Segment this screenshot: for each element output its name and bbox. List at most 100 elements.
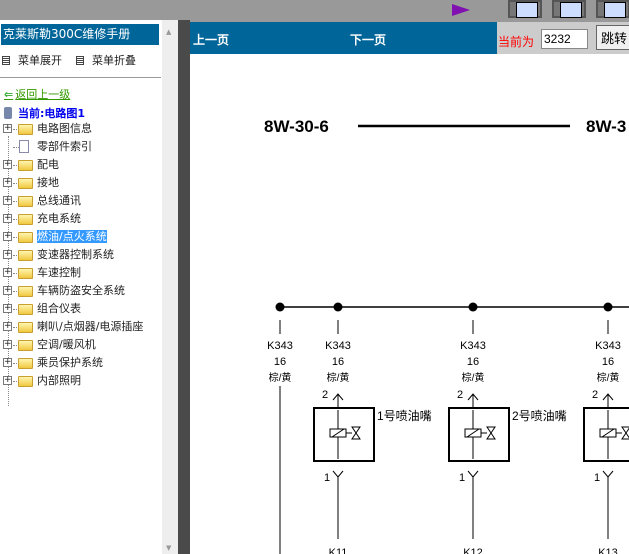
splice-dot	[275, 302, 285, 312]
tree-item[interactable]: + 车速控制	[3, 264, 161, 282]
expand-icon[interactable]: +	[3, 357, 12, 367]
list-icon	[76, 56, 84, 65]
scroll-up-icon[interactable]: ▲	[166, 28, 172, 36]
tree-item-label: 电路图信息	[37, 122, 92, 135]
current-label: 当前:电路图1	[18, 107, 86, 120]
computer-icon	[4, 107, 12, 119]
wire-color: 棕/黄	[327, 371, 350, 384]
expand-icon[interactable]: +	[3, 213, 12, 223]
back-link[interactable]: ⇐返回上一级	[4, 86, 70, 102]
pin-number: 1	[459, 472, 465, 484]
connector-icon	[602, 393, 614, 408]
solenoid-icon	[331, 428, 345, 438]
expand-icon[interactable]: +	[3, 303, 12, 313]
diagram-title: 8W-30-6	[264, 117, 329, 136]
connector-icon	[602, 470, 614, 539]
pin-number: 2	[322, 389, 328, 401]
page-navbar: 上一页 下一页 当前为 跳转	[190, 22, 629, 54]
folder-icon	[18, 376, 33, 387]
expand-icon[interactable]: +	[3, 267, 12, 277]
tree-item-label: 乘员保护系统	[37, 356, 103, 369]
connector-icon	[332, 393, 344, 408]
sidebar: 克莱斯勒300C维修手册 菜单展开 菜单折叠 ⇐返回上一级 当前:电路图1 +电…	[0, 20, 162, 554]
page-number-input[interactable]	[541, 29, 588, 49]
tree-item[interactable]: + 车辆防盗安全系统	[3, 282, 161, 300]
valve-icon	[481, 426, 496, 440]
wire-circuit: K343	[460, 340, 486, 352]
tree-item[interactable]: +接地	[3, 174, 161, 192]
collapse-menu-button[interactable]: 菜单折叠	[76, 52, 136, 68]
tree-connector	[13, 273, 19, 274]
expand-icon[interactable]: +	[3, 195, 12, 205]
folder-icon	[18, 160, 33, 171]
expand-menu-button[interactable]: 菜单展开	[2, 52, 62, 68]
tree-item-label: 车速控制	[37, 266, 81, 279]
back-label: 返回上一级	[15, 88, 71, 101]
back-arrow-icon: ⇐	[4, 88, 14, 101]
expand-icon[interactable]: +	[3, 231, 12, 241]
jump-button[interactable]: 跳转	[596, 25, 629, 50]
wire-color: 棕/黄	[269, 371, 292, 384]
folder-icon	[18, 196, 33, 207]
injector-box	[313, 407, 375, 462]
folder-icon	[18, 178, 33, 189]
tree-connector	[13, 219, 19, 220]
wire-gauge: 16	[332, 356, 344, 368]
current-page-label: 当前为	[498, 35, 535, 49]
tree-item[interactable]: +内部照明	[3, 372, 161, 390]
tree-item-label: 充电系统	[37, 212, 81, 225]
expand-icon[interactable]: +	[3, 123, 12, 133]
nav-button-2[interactable]	[552, 0, 586, 18]
next-page-link[interactable]: 下一页	[350, 33, 387, 47]
diagram-title-next: 8W-3	[586, 117, 626, 136]
expand-icon[interactable]: +	[3, 285, 12, 295]
expand-icon[interactable]: +	[3, 159, 12, 169]
expand-icon[interactable]: +	[3, 177, 12, 187]
tree-connector	[13, 183, 19, 184]
tree-item-label: 零部件索引	[37, 140, 92, 153]
play-icon[interactable]	[452, 4, 470, 16]
tree-connector	[13, 381, 19, 382]
nav-button-3[interactable]	[596, 0, 629, 18]
frame-splitter[interactable]	[178, 20, 190, 554]
tree-item[interactable]: +变速器控制系统	[3, 246, 161, 264]
tree-item-label: 配电	[37, 158, 59, 171]
tree-item[interactable]: + 乘员保护系统	[3, 354, 161, 372]
wire-circuit: K13	[598, 547, 618, 554]
scroll-down-icon[interactable]: ▼	[166, 544, 172, 552]
nav-button-1[interactable]	[508, 0, 542, 18]
tree-item-label: 车辆防盗安全系统	[37, 284, 125, 297]
expand-icon[interactable]: +	[3, 375, 12, 385]
current-node: 当前:电路图1	[4, 105, 85, 121]
sidebar-scrollbar[interactable]: ▲▼	[162, 20, 178, 554]
tree-connector	[13, 363, 19, 364]
injector-label: 2号喷油嘴	[512, 409, 567, 423]
tree-connector	[13, 147, 19, 148]
wire-color: 棕/黄	[597, 371, 620, 384]
expand-icon[interactable]: +	[3, 321, 12, 331]
tree-item[interactable]: + 配电	[3, 156, 161, 174]
expand-icon[interactable]: +	[3, 249, 12, 259]
pin-number: 2	[592, 389, 598, 401]
folder-icon	[18, 322, 33, 333]
tree-item[interactable]: + 电路图信息	[3, 120, 161, 138]
prev-page-link[interactable]: 上一页	[193, 33, 230, 47]
folder-icon	[18, 304, 33, 315]
valve-icon	[616, 426, 629, 440]
main-panel: 上一页 下一页 当前为 跳转 8W-30-6 8W-3 K343 16 棕/黄 K34…	[190, 22, 629, 554]
splice-dot	[333, 302, 343, 312]
document-icon	[19, 140, 29, 153]
wire-gauge: 16	[602, 356, 614, 368]
tree-item[interactable]: 零部件索引	[3, 138, 161, 156]
tree-item[interactable]: +总线通讯	[3, 192, 161, 210]
tree-item[interactable]: + 充电系统	[3, 210, 161, 228]
expand-icon[interactable]: +	[3, 339, 12, 349]
expand-label: 菜单展开	[18, 54, 62, 67]
wire-circuit: K343	[267, 340, 293, 352]
tree-item[interactable]: +燃油/点火系统	[3, 228, 161, 246]
folder-icon	[18, 268, 33, 279]
tree-item[interactable]: +空调/暖风机	[3, 336, 161, 354]
tree-item[interactable]: +喇叭/点烟器/电源插座	[3, 318, 161, 336]
tree-item[interactable]: +组合仪表	[3, 300, 161, 318]
folder-icon	[18, 358, 33, 369]
